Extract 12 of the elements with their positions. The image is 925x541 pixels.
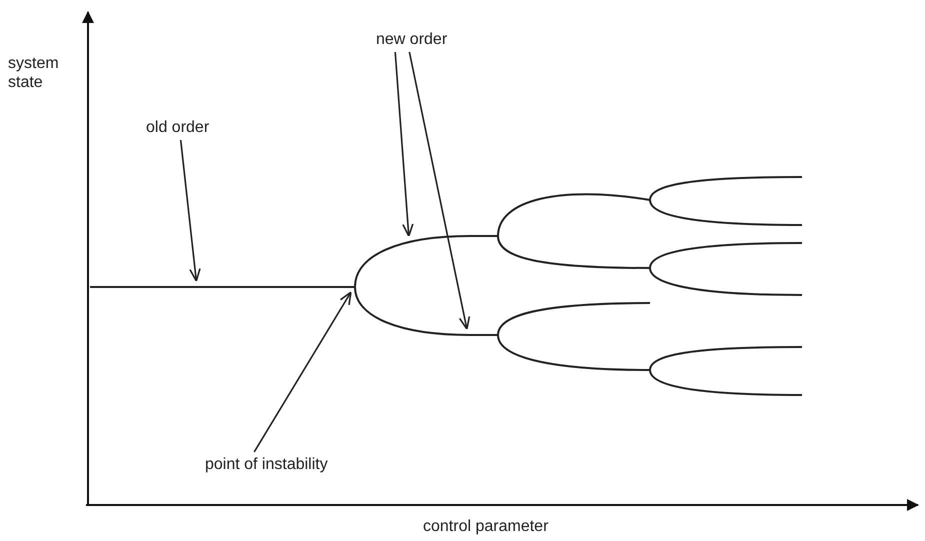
state-line: [90, 286, 355, 288]
annotation-label: new order: [376, 30, 448, 49]
leader-arrow: [394, 52, 414, 237]
leader-arrow: [408, 52, 470, 330]
leader-arrow: [254, 291, 352, 452]
annotation-label: old order: [146, 118, 210, 137]
annotation-label: point of instability: [205, 455, 328, 474]
axis-label: system state: [8, 54, 60, 92]
axis-label: control parameter: [423, 517, 548, 536]
leader-arrow: [180, 140, 201, 282]
branch-curve: [354, 286, 498, 336]
branch-curve: [354, 235, 498, 288]
